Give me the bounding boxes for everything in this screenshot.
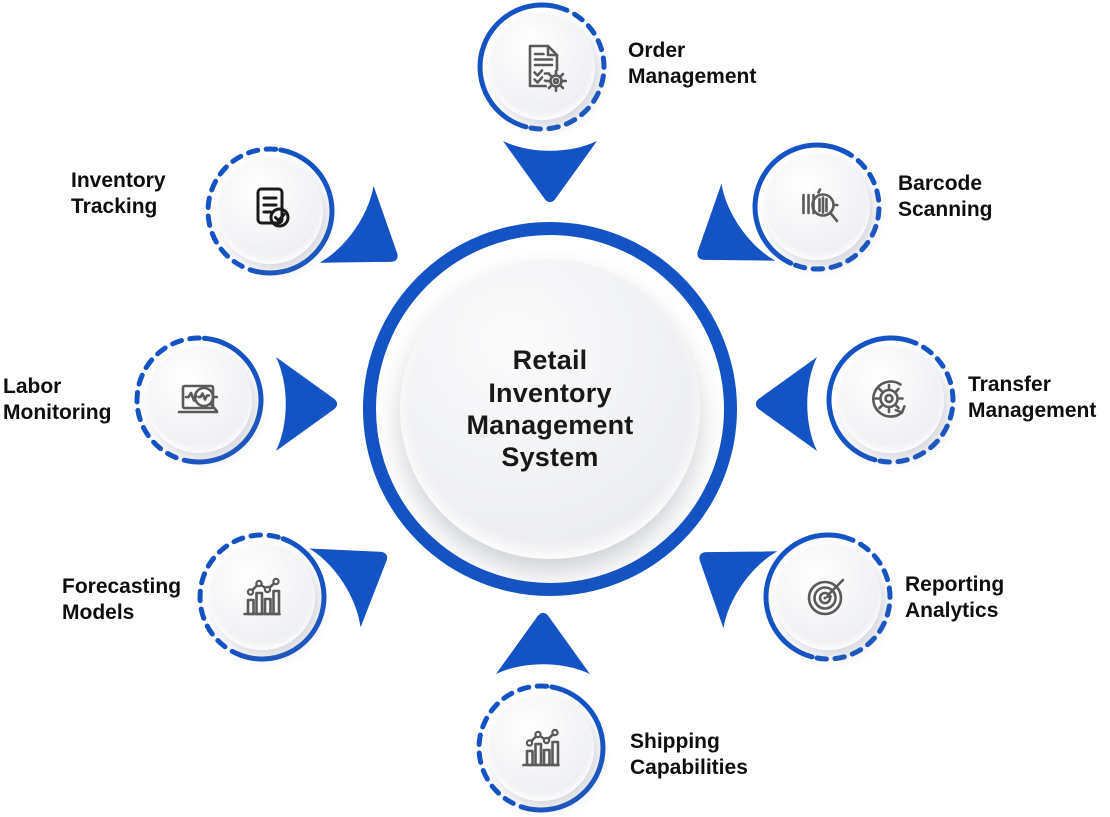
node-ring — [826, 335, 956, 465]
node-circle — [146, 347, 252, 453]
node-order-management — [475, 0, 609, 134]
checklist-gear-icon — [528, 44, 568, 93]
arrow-barcode-to-center — [697, 183, 776, 261]
label-shipping-capabilities: Shipping Capabilities — [630, 730, 748, 779]
node-circle — [838, 347, 944, 453]
target-dart-icon — [807, 578, 845, 616]
node-circle — [489, 14, 595, 120]
node-inventory-tracking — [203, 144, 337, 278]
node-circle — [217, 158, 323, 264]
gear-sync-arrow-icon — [872, 380, 906, 418]
node-forecasting-models — [195, 530, 329, 664]
label-forecasting-models: Forecasting Models — [62, 575, 182, 624]
node-labor-monitoring — [132, 333, 266, 467]
laptop-pulse-magnifier-icon — [177, 384, 219, 414]
node-ring — [763, 532, 893, 662]
arrow-inventory-to-center — [319, 185, 398, 263]
node-ring — [752, 142, 882, 272]
hub-title: Retail Inventory Management System — [466, 345, 634, 473]
label-order-management: Order Management — [628, 39, 757, 88]
node-ring — [205, 146, 335, 276]
node-circle — [764, 154, 870, 260]
label-barcode-scanning: Barcode Scanning — [898, 172, 993, 221]
label-transfer-management: Transfer Management — [968, 373, 1097, 422]
arrow-order-to-center — [503, 141, 597, 203]
bar-chart-trend-icon — [522, 728, 560, 767]
node-transfer-management — [824, 333, 958, 467]
node-ring — [477, 2, 607, 132]
hub-circle: Retail Inventory Management System — [363, 222, 737, 596]
arrow-labor-to-center — [276, 357, 338, 451]
node-ring — [476, 683, 606, 813]
hub-inner-circle: Retail Inventory Management System — [400, 259, 700, 559]
arrow-reporting-to-center — [699, 551, 778, 629]
label-reporting-analytics: Reporting Analytics — [905, 573, 1005, 622]
arrow-transfer-to-center — [755, 357, 817, 451]
arrow-forecasting-to-center — [309, 548, 388, 628]
document-check-icon — [256, 187, 290, 228]
node-barcode-scanning — [750, 140, 884, 274]
node-ring — [197, 532, 327, 662]
node-shipping-capabilities — [474, 681, 608, 815]
node-circle — [209, 544, 315, 650]
node-circle — [775, 544, 881, 650]
barcode-magnifier-icon — [802, 188, 839, 223]
node-ring — [134, 335, 264, 465]
arrow-shipping-to-center — [496, 612, 590, 674]
node-reporting-analytics — [761, 530, 895, 664]
node-circle — [488, 695, 594, 801]
bar-chart-trend-icon — [243, 577, 281, 616]
label-inventory-tracking: Inventory Tracking — [71, 169, 166, 218]
label-labor-monitoring: Labor Monitoring — [3, 375, 112, 424]
